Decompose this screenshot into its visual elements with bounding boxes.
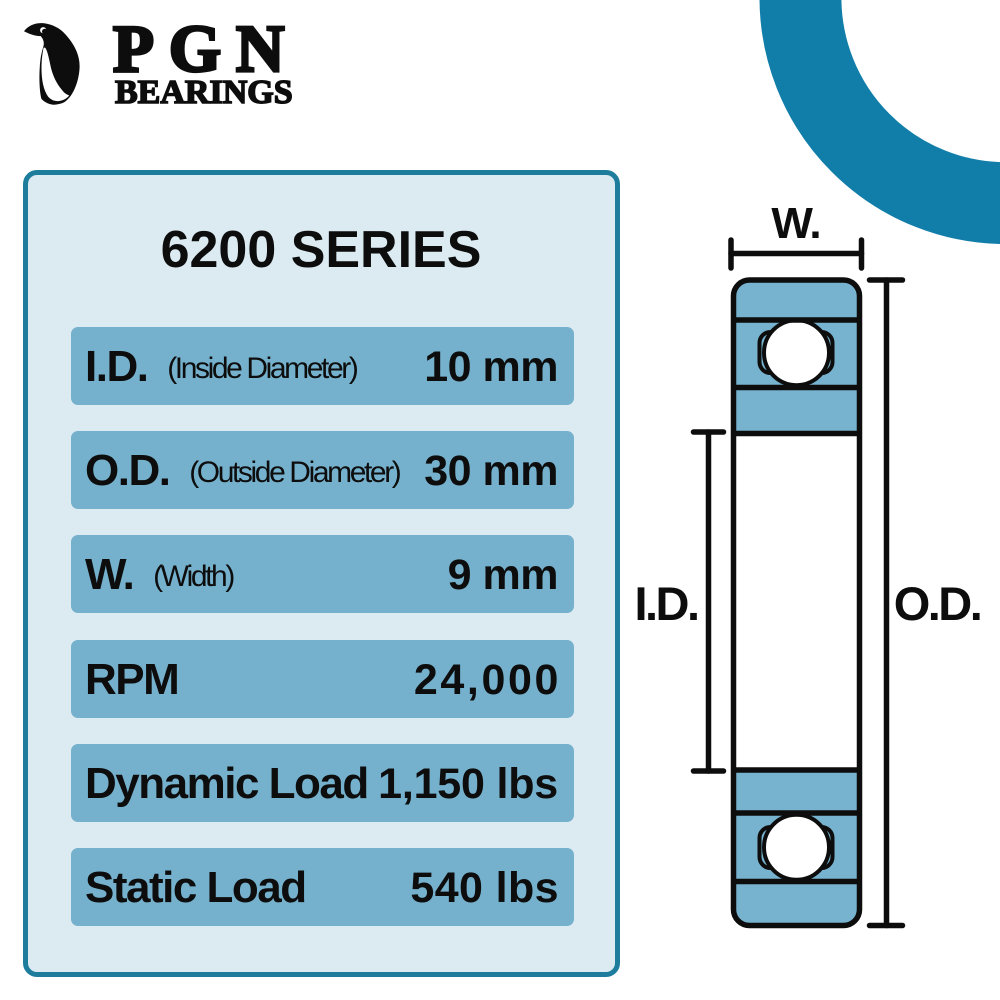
- svg-text:W.: W.: [771, 199, 820, 248]
- svg-text:O.D.: O.D.: [894, 577, 981, 630]
- svg-text:I.D.: I.D.: [634, 577, 697, 630]
